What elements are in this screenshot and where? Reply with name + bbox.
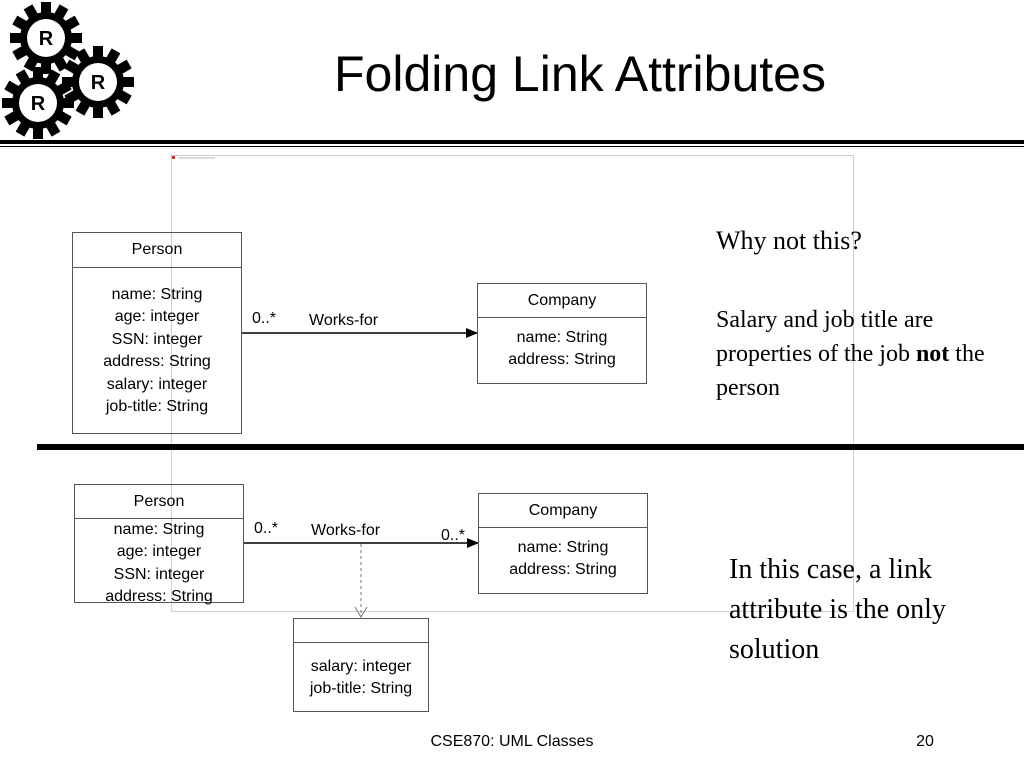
gear-letter: R (91, 72, 106, 94)
note-explanation: Salary and job title are properties of t… (716, 303, 1016, 405)
attribute: age: integer (116, 543, 202, 561)
link-attribute-class: salary: integer job-title: String (293, 618, 429, 712)
page-number: 20 (916, 733, 934, 750)
attribute: SSN: integer (113, 565, 205, 583)
logo-gears: R R R (2, 2, 134, 139)
class-attributes: name: String age: integer SSN: integer a… (75, 519, 243, 609)
footer-course: CSE870: UML Classes (430, 733, 594, 750)
title-rule (0, 140, 1024, 144)
attribute: SSN: integer (111, 330, 203, 348)
class-attributes: salary: integer job-title: String (294, 643, 428, 701)
gear-icon: R (10, 2, 83, 74)
multiplicity-label: 0..* (254, 520, 279, 537)
class-attributes: name: String address: String (479, 528, 647, 582)
attribute: name: String (516, 329, 608, 346)
class-person-top: Person name: String age: integer SSN: in… (72, 232, 242, 434)
attribute: job-title: String (105, 398, 209, 416)
class-name: Person (73, 233, 241, 268)
class-name: Person (75, 485, 243, 519)
association-label: Works-for (309, 312, 379, 329)
class-company-top: Company name: String address: String (477, 283, 647, 384)
attribute: salary: integer (106, 375, 208, 393)
slide-title: Folding Link Attributes (334, 46, 826, 102)
class-attributes: name: String age: integer SSN: integer a… (73, 268, 241, 418)
attribute: job-title: String (309, 680, 413, 698)
note-conclusion: In this case, a link attribute is the on… (729, 554, 946, 665)
gear-letter: R (31, 93, 46, 115)
attribute: salary: integer (310, 658, 412, 675)
diagram-tag-icon (172, 156, 215, 159)
class-name: Company (478, 284, 646, 318)
class-company-bottom: Company name: String address: String (478, 493, 648, 594)
gear-icon: R (62, 46, 134, 118)
diagram-frame (171, 155, 854, 612)
attribute: address: String (105, 588, 213, 606)
class-person-bottom: Person name: String age: integer SSN: in… (74, 484, 244, 605)
attribute: name: String (113, 521, 205, 538)
gear-letter: R (39, 28, 54, 50)
note-question: Why not this? (716, 226, 862, 255)
attribute: address: String (509, 561, 617, 579)
attribute: name: String (517, 539, 609, 556)
gear-icon: R (2, 67, 75, 139)
connector-arrow-icon (354, 606, 368, 618)
class-attributes: name: String address: String (478, 318, 646, 372)
attribute: name: String (111, 286, 203, 303)
attribute: address: String (508, 351, 616, 369)
section-divider (37, 444, 1024, 450)
title-rule-thin (0, 146, 1024, 147)
note-explanation-text: Salary and job title are properties of t… (716, 307, 934, 367)
class-name: Company (479, 494, 647, 528)
class-name (294, 619, 428, 643)
note-emphasis: not (915, 341, 950, 367)
multiplicity-label: 0..* (252, 310, 277, 327)
attribute: age: integer (114, 308, 200, 326)
note-explanation-text: the person (716, 341, 985, 401)
multiplicity-label: 0..* (441, 527, 466, 544)
attribute: address: String (103, 353, 211, 371)
association-label: Works-for (311, 522, 381, 539)
